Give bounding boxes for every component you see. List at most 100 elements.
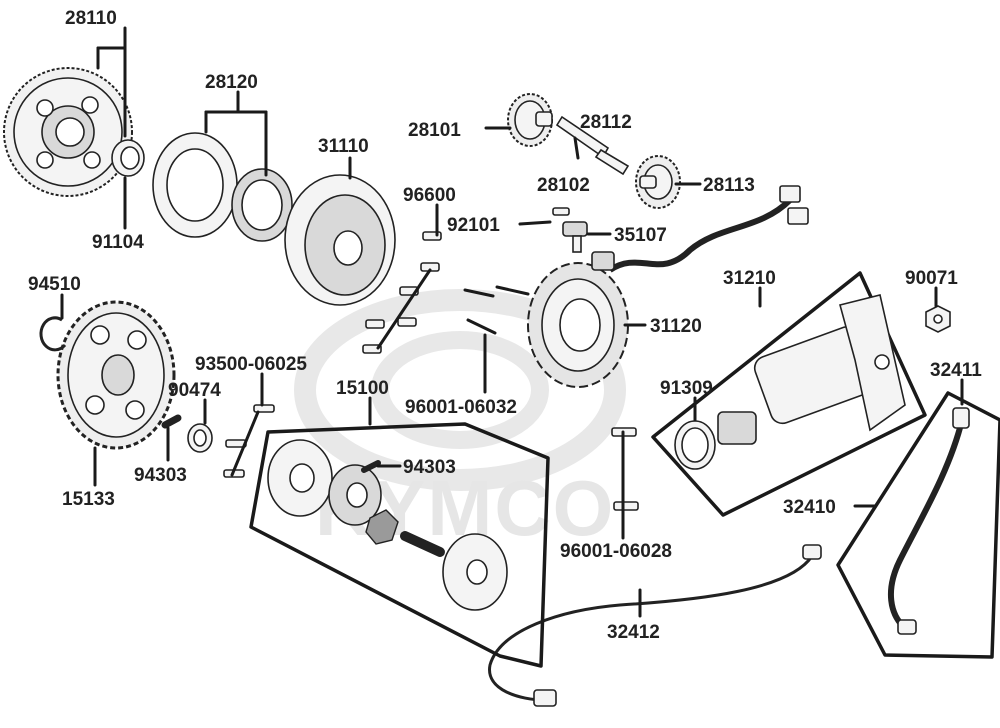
label-28110: 28110 (65, 8, 117, 29)
pump-pin (361, 460, 381, 473)
leader-93500-chain (230, 410, 260, 477)
part-28112-shaft (555, 115, 630, 176)
motor-shaft (717, 411, 757, 445)
gear-hole-1 (36, 99, 54, 117)
bolt-6 (362, 344, 382, 354)
gear-bore (55, 117, 85, 147)
pump-cover-bore (466, 559, 488, 585)
part-32410-cable (887, 407, 970, 635)
gear-15133-hole-1 (90, 325, 110, 345)
pump-housing-bore (289, 463, 315, 493)
label-94303-right: 94303 (403, 457, 456, 478)
bearing-inner (120, 146, 140, 170)
cable-32410-path (887, 419, 965, 631)
label-94510: 94510 (28, 274, 81, 295)
stator-connector-2 (787, 207, 809, 225)
nut-hole (933, 314, 943, 324)
part-31110-flywheel (284, 174, 396, 306)
part-28113-gear (635, 155, 681, 209)
part-90071-nut (925, 305, 951, 333)
label-90071: 90071 (905, 268, 958, 289)
part-93500-06025-bolts (223, 404, 275, 478)
bolt-06032-1 (463, 288, 495, 298)
part-15100-oil-pump (267, 439, 508, 611)
label-91104: 91104 (92, 232, 144, 253)
cable-32412-path (488, 555, 814, 702)
motor-terminal (874, 354, 890, 370)
bolt-5 (365, 319, 385, 329)
part-28101-idle-gear (507, 93, 553, 147)
label-32412: 32412 (607, 622, 660, 643)
part-96001-06032-bolts (463, 285, 530, 335)
clutch-plate-center (166, 148, 224, 222)
label-96600: 96600 (403, 185, 456, 206)
label-91309: 91309 (660, 378, 713, 399)
bolt-06028-2 (613, 501, 639, 511)
gear-15133-hole-3 (85, 395, 105, 415)
label-15100: 15100 (336, 378, 389, 399)
gear-15133-hole-4 (125, 400, 145, 420)
label-28120: 28120 (205, 72, 258, 93)
part-35107-pulser (562, 221, 588, 253)
box-15100-oil-pump (249, 422, 550, 668)
cable-32412-terminal-top (802, 544, 822, 560)
gear-hole-2 (81, 96, 99, 114)
label-96001-06028: 96001-06028 (560, 541, 672, 562)
label-15133: 15133 (62, 489, 115, 510)
label-31210: 31210 (723, 268, 776, 289)
stator-bore (559, 298, 601, 352)
label-94303-left: 94303 (134, 465, 187, 486)
leader-28112 (573, 136, 580, 160)
cable-32412-terminal-bottom (533, 689, 557, 707)
label-28101: 28101 (408, 120, 461, 141)
motor-mount-bracket (839, 294, 906, 432)
gear-hole-4 (83, 151, 101, 169)
pulser-stem (572, 235, 582, 253)
gear-15133-hole-2 (127, 330, 147, 350)
part-94510-circlip (39, 316, 67, 352)
pin-94303-body (161, 414, 182, 429)
shaft-body (555, 115, 610, 159)
label-28102: 28102 (537, 175, 590, 196)
cable-32410-terminal-bottom (897, 619, 917, 635)
clutch-roller-center (241, 179, 283, 231)
part-28110-large-gear (3, 67, 133, 197)
pump-shaft (400, 531, 445, 557)
part-31120-stator (527, 185, 809, 388)
flywheel-hub (333, 230, 363, 266)
bolt-06032-3 (466, 318, 497, 335)
part-91104-bearing (111, 139, 145, 177)
shaft-short (594, 148, 630, 176)
label-92101: 92101 (447, 215, 500, 236)
box-31210-starter-motor (651, 271, 927, 517)
part-32412-cable (488, 544, 822, 707)
label-31120: 31120 (650, 316, 702, 337)
label-96001-06032: 96001-06032 (405, 397, 517, 418)
part-91309-o-ring (674, 420, 716, 470)
part-96600-bolts (362, 231, 442, 354)
part-96001-06028-bolts (611, 427, 639, 511)
pump-rotor-center (346, 482, 368, 508)
label-90474: 90474 (168, 380, 221, 401)
part-labels: 28110 28120 91104 31110 28101 28112 2810… (28, 8, 982, 643)
part-90474-washer (187, 423, 213, 453)
box-32410-battery-cable (836, 391, 1000, 659)
idle-gear-shaft (535, 111, 553, 127)
label-28112: 28112 (580, 112, 632, 133)
stator-grommet (591, 251, 615, 271)
bolt-06025-1 (253, 404, 275, 413)
part-15133-gear (56, 300, 176, 450)
bolt-06032-2 (495, 285, 530, 296)
label-32410: 32410 (783, 497, 836, 518)
screw-92101 (552, 207, 570, 216)
gear-28113-hub (639, 175, 657, 189)
pump-inner-rotor (365, 509, 399, 545)
washer-inner (193, 429, 207, 447)
leader-92101 (518, 220, 552, 226)
label-31110: 31110 (318, 136, 369, 157)
cable-32410-terminal-top (952, 407, 970, 429)
label-32411: 32411 (930, 360, 982, 381)
label-93500-06025: 93500-06025 (195, 354, 307, 375)
part-31210-starter-motor (717, 294, 906, 445)
